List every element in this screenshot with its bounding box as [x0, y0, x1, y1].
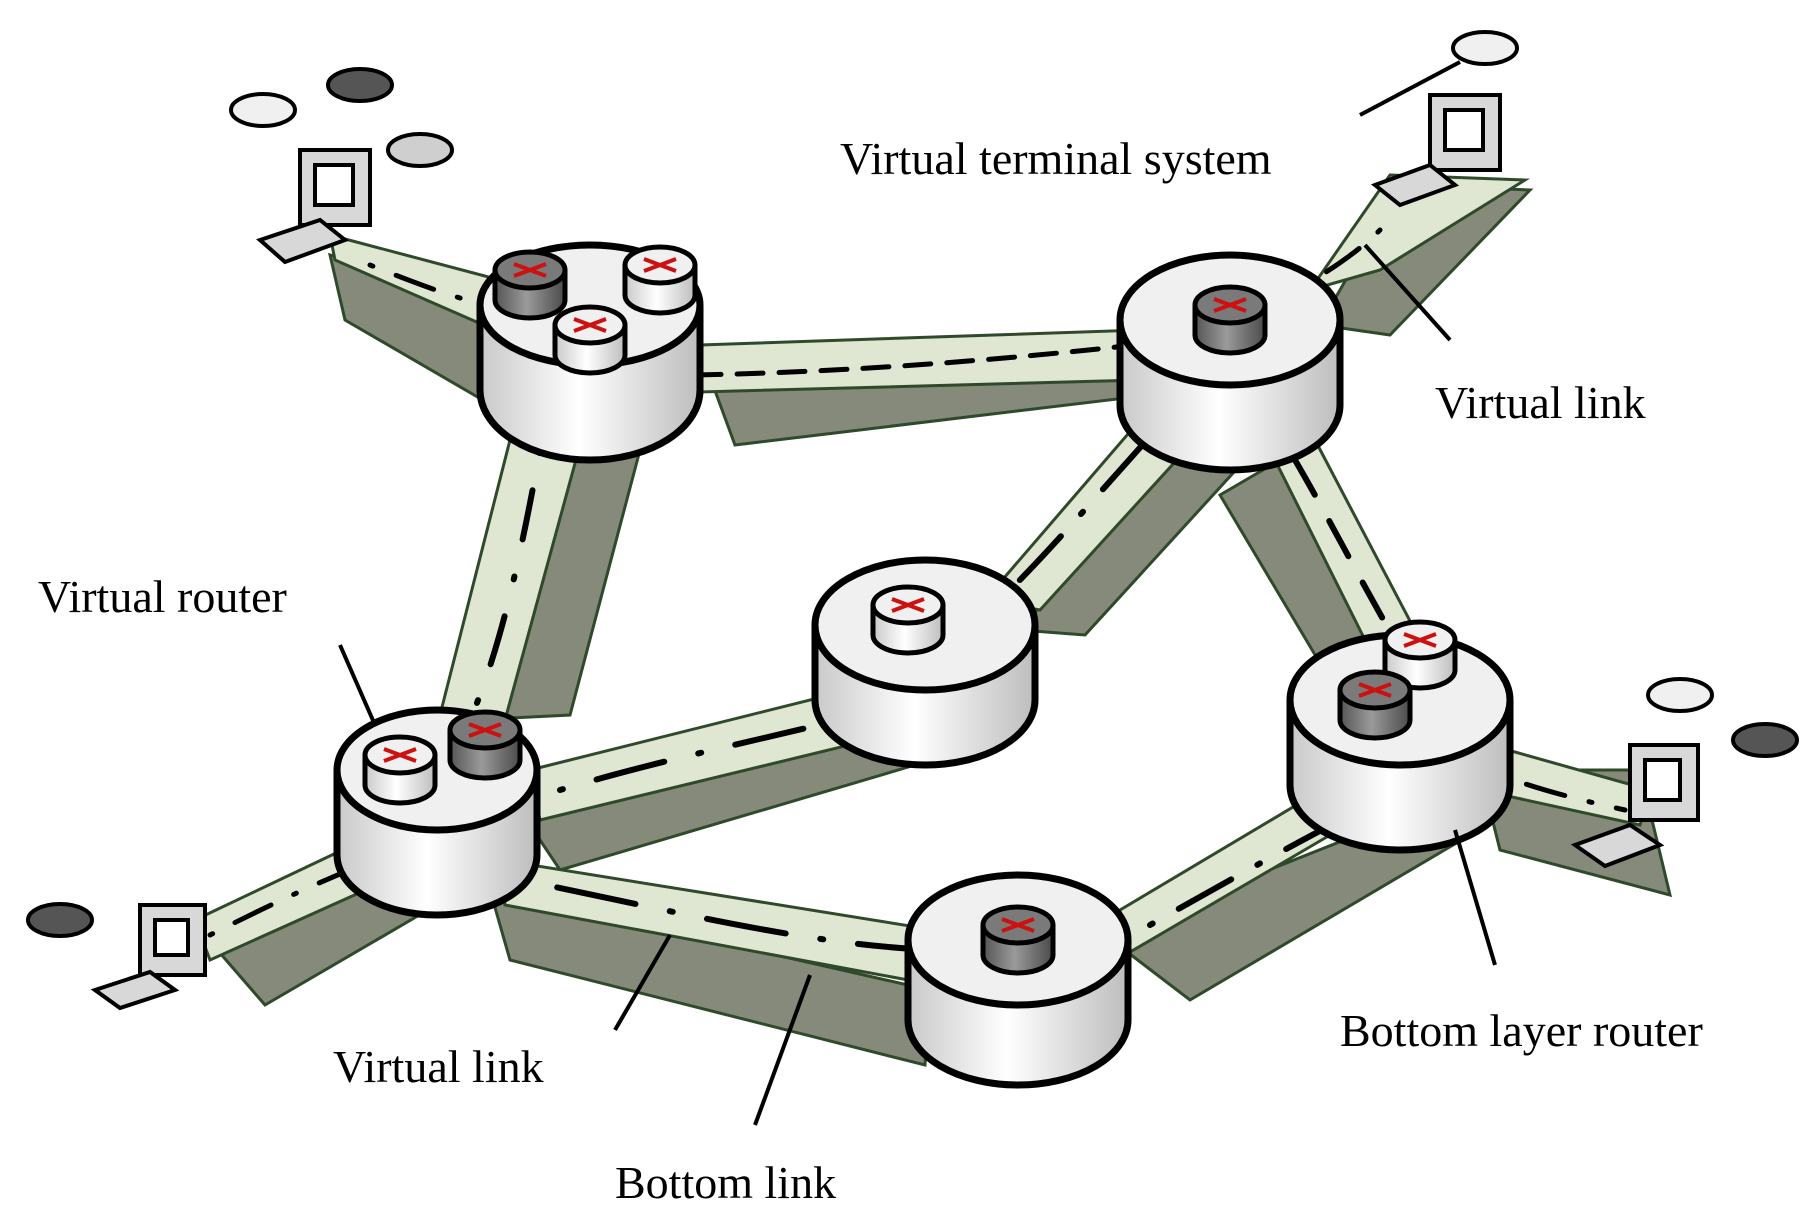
- bottom-link-tl-l: [438, 433, 642, 722]
- disk-icon: [1451, 30, 1519, 66]
- label-bottom-link: Bottom link: [615, 1157, 837, 1208]
- keyboard-icon: [1570, 822, 1665, 869]
- bottom-router-center: [811, 556, 1039, 769]
- terminal-systems: [26, 30, 1799, 1011]
- terminal-right: [1570, 677, 1799, 869]
- disk-icon: [1731, 722, 1799, 758]
- bottom-link-l-b: [487, 858, 937, 1067]
- disk-icon: [386, 132, 454, 168]
- virtual-router: [492, 249, 568, 321]
- label-virtual-terminal-system: Virtual terminal system: [840, 133, 1272, 184]
- leader-virtual-link-top: [1363, 243, 1452, 342]
- virtual-router: [1337, 669, 1413, 741]
- virtual-link-term-r: [1497, 772, 1628, 813]
- label-virtual-router: Virtual router: [38, 571, 287, 622]
- bottom-link-term-tr: [1306, 173, 1534, 337]
- disk-icon: [229, 92, 297, 128]
- virtual-routers: [362, 244, 1458, 976]
- terminal-bottom-left: [26, 902, 207, 1011]
- terminal-top-left: [229, 67, 454, 265]
- leader-virtual-link-bottom: [613, 933, 672, 1032]
- disk-icon: [1646, 677, 1714, 713]
- terminal-top-right: [1359, 30, 1519, 208]
- leader-virtual-router: [338, 644, 377, 726]
- virtual-link-l-b: [517, 877, 938, 953]
- bottom-link-term-r: [1478, 743, 1673, 898]
- virtual-link-b-r: [1147, 797, 1383, 928]
- virtual-router: [362, 734, 438, 806]
- keyboard-icon: [90, 969, 180, 1011]
- keyboard-icon: [256, 217, 350, 265]
- virtual-router: [622, 244, 698, 316]
- virtual-link-term-bl: [207, 847, 403, 938]
- virtual-router: [552, 304, 628, 376]
- virtual-router: [447, 709, 523, 781]
- label-bottom-layer-router: Bottom layer router: [1340, 1005, 1703, 1056]
- disk-icon: [326, 67, 394, 103]
- virtual-router: [1192, 284, 1268, 356]
- virtual-link-tl-tr: [692, 342, 1138, 378]
- leader-bottom-layer-router: [1453, 829, 1497, 966]
- keyboard-icon: [1370, 162, 1460, 208]
- disk-icon: [26, 902, 94, 938]
- virtual-link-tr-r: [1292, 457, 1398, 643]
- virtual-router: [870, 584, 946, 656]
- computer-icon: [1628, 743, 1700, 822]
- label-virtual-link-bottom: Virtual link: [333, 1041, 544, 1092]
- leader-bottom-link: [753, 974, 812, 1126]
- bottom-link-tl-tr: [697, 328, 1152, 447]
- virtual-link-l-c: [557, 712, 863, 793]
- label-virtual-link-top: Virtual link: [1435, 377, 1646, 428]
- virtual-link-tl-l: [467, 447, 543, 723]
- annotation-lines: [338, 243, 1497, 1126]
- virtual-router: [980, 904, 1056, 976]
